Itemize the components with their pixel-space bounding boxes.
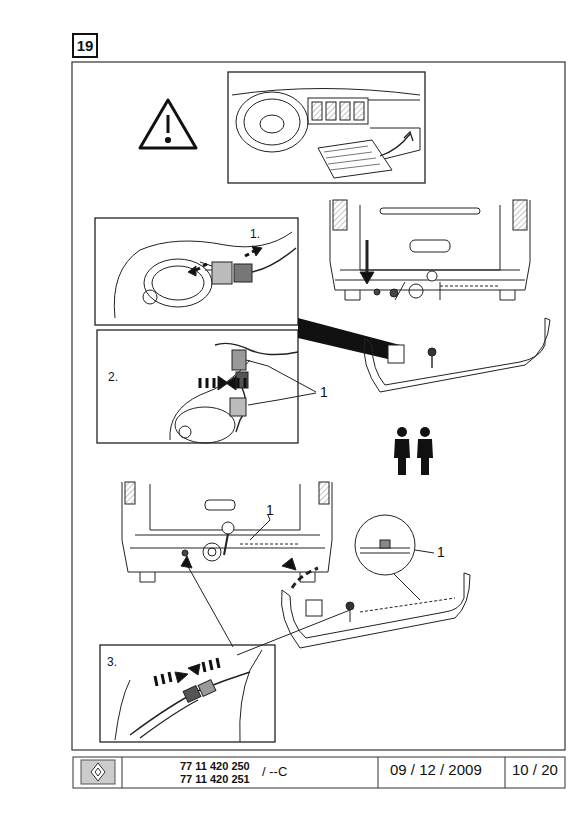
rear-bumper-top <box>364 318 550 392</box>
rear-bumper-bottom <box>268 515 470 648</box>
detail-number: 1. <box>250 228 260 241</box>
callout-number: 1 <box>320 385 328 400</box>
vehicle-rear-bottom <box>122 482 332 582</box>
warning-triangle <box>140 100 196 148</box>
two-person-icon <box>394 427 433 475</box>
detail-number: 2. <box>108 371 118 384</box>
part-number: 77 11 420 251 <box>180 773 250 785</box>
detail-number: 3. <box>107 656 117 669</box>
date: 09 / 12 / 2009 <box>390 762 482 779</box>
dashboard-view <box>228 72 425 183</box>
callout-number: 1 <box>266 503 274 518</box>
lamp-connector-detail-1 <box>95 218 298 325</box>
connector-detail-3 <box>100 645 275 742</box>
step-number-box: 19 <box>72 33 98 58</box>
step-number: 19 <box>77 37 94 54</box>
part-number: 77 11 420 250 <box>180 760 250 772</box>
callout-number: 1 <box>437 545 445 560</box>
footer-table <box>73 757 565 788</box>
vehicle-rear-top <box>330 200 530 300</box>
revision: / --C <box>262 765 287 779</box>
main-frame <box>72 62 565 750</box>
lamp-connector-detail-2 <box>97 330 316 443</box>
page-number: 10 / 20 <box>512 762 558 779</box>
